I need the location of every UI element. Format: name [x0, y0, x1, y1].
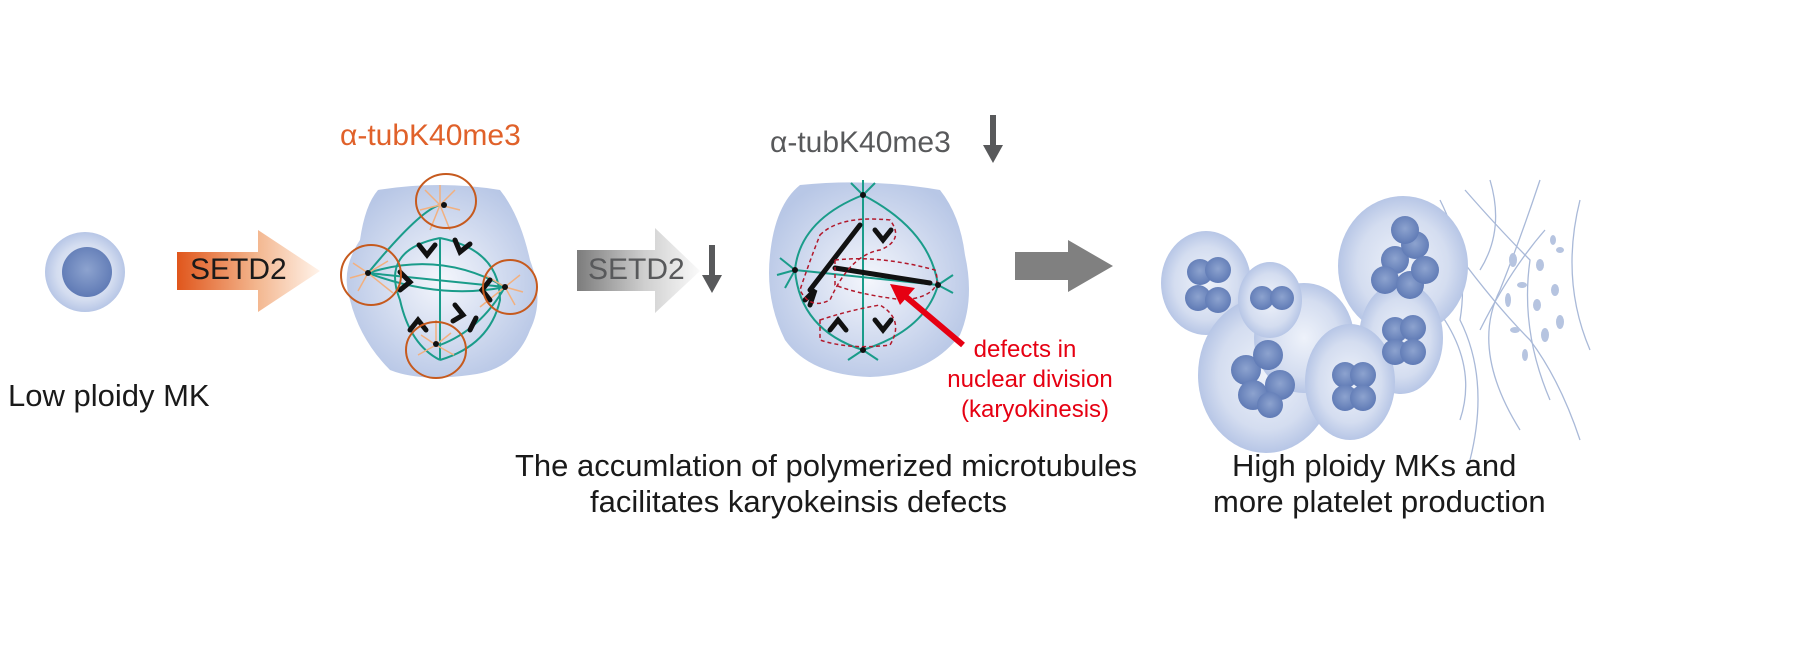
high-ploidy-mk-cells [1161, 196, 1468, 453]
defect-label-line-1: defects in [973, 336, 1077, 363]
low-ploidy-mk-cell [45, 232, 125, 312]
setd2-reduced-label: SETD2 [588, 253, 685, 286]
setd2-up-arrow [177, 230, 320, 312]
normal-spindle-cell [340, 173, 538, 379]
caption-mid-line-1: The accumlation of polymerized microtubu… [515, 448, 1137, 483]
defective-spindle-cell [769, 180, 969, 377]
caption-right-line-1: High ploidy MKs and [1232, 448, 1517, 483]
marker-label-high: α-tubK40me3 [340, 119, 521, 152]
proplatelet-network [1429, 179, 1591, 461]
platelets [1505, 235, 1564, 361]
defect-label-line-2: nuclear division [947, 366, 1113, 393]
defect-pointer-arrowhead-icon [890, 284, 915, 305]
defect-label-line-3: (karyokinesis) [960, 396, 1110, 423]
setd2-label: SETD2 [190, 253, 287, 286]
defect-pointer-arrow [903, 293, 965, 348]
setd2-down-arrow-icon [702, 245, 722, 293]
caption-mid-line-2: facilitates karyokeinsis defects [590, 484, 1007, 519]
marker-down-arrow-icon [983, 115, 1003, 163]
progression-arrow [1015, 240, 1113, 292]
low-ploidy-mk-label: Low ploidy MK [8, 378, 210, 413]
setd2-reduced-arrow [577, 228, 700, 313]
marker-label-low: α-tubK40me3 [770, 126, 951, 159]
caption-right-line-2: more platelet production [1213, 484, 1546, 519]
